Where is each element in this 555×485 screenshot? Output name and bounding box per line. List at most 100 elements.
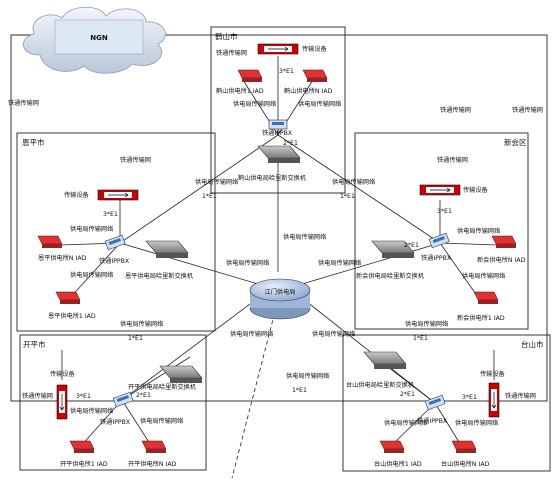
iad-xinhui-1 — [473, 291, 499, 304]
iad-taishan-1 — [379, 440, 405, 453]
enping-rail-label: 铁通传输网 — [120, 156, 151, 164]
xinhui-box — [354, 132, 529, 330]
city-taishan: 台山市 — [521, 339, 544, 349]
taishan-trans-label: 传输设备 — [480, 370, 506, 378]
kaiping-switch-e1: 2*E1 — [136, 392, 151, 399]
switch-heshan — [257, 145, 301, 163]
city-kaiping: 开平市 — [23, 339, 46, 349]
enping-net-top: 供电局传输网络 — [70, 225, 113, 233]
ippbx-taishan — [424, 394, 446, 411]
kaiping-switch-label: 开平供电局哈里斯交换机 — [128, 383, 197, 391]
iad-kaiping-n — [141, 440, 167, 453]
kaiping-net-left: 供电局传输网络 — [70, 407, 113, 415]
iad-heshan-1 — [237, 69, 263, 82]
heshan-iad1-label: 鹤山供电所1 IAD — [216, 87, 264, 95]
heshan-net-left: 供电局传输网络 — [233, 100, 276, 108]
backbone-taishan-net: 供电局传输网络 — [405, 320, 448, 328]
iad-enping-n — [37, 235, 63, 248]
backbone-enping-e1: 1*E1 — [202, 193, 217, 200]
trans-equip-xinhui — [419, 184, 461, 196]
xinhui-e1: 3*E1 — [437, 208, 452, 215]
kaiping-net-right: 供电局传输网络 — [140, 417, 183, 425]
xinhui-ippbx-label: 铁通IPPBX — [421, 254, 452, 262]
backbone-taishan-net2: 供电局传输网络 — [312, 330, 355, 338]
backbone-enping-net: 供电局传输网络 — [195, 178, 238, 186]
enping-ippbx-label: 铁通IPPBX — [99, 257, 130, 265]
trans-equip-taishan — [488, 382, 500, 418]
taishan-net-left: 供电局传输网络 — [384, 419, 427, 427]
heshan-switch-e1: 2*E1 — [283, 140, 298, 147]
trans-equip-heshan — [257, 43, 299, 55]
backbone-kaiping-e1: 1*E1 — [128, 335, 143, 342]
taishan-switch-label: 台山供电局哈里斯交换机 — [346, 381, 415, 389]
ippbx-heshan — [268, 119, 288, 130]
backbone-enping-net2: 供电局传输网络 — [226, 259, 269, 267]
iad-heshan-n — [302, 69, 328, 82]
kaiping-trans-label: 传输设备 — [50, 370, 76, 378]
heshan-switch-label: 鹤山供电局哈里斯交换机 — [238, 174, 307, 182]
iad-taishan-n — [451, 440, 477, 453]
ngn-label: NGN — [90, 34, 108, 42]
ippbx-kaiping — [112, 391, 134, 408]
kaiping-box — [19, 334, 207, 471]
xinhui-iadn-label: 新会供电所N IAD — [477, 256, 526, 264]
city-enping: 恩平市 — [22, 137, 45, 147]
enping-net-bottom: 供电局传输网络 — [70, 271, 113, 279]
frame-rail-left: 铁通传输网 — [8, 99, 39, 107]
backbone-south-net: 供电局传输网络 — [286, 372, 329, 380]
city-heshan: 鹤山市 — [215, 31, 238, 41]
backbone-kaiping-net2: 供电局传输网络 — [230, 330, 273, 338]
connector-lines — [59, 56, 499, 479]
xinhui-rail-label: 铁通传输网 — [437, 156, 468, 164]
center-hub: 江门供电局 — [249, 278, 311, 320]
enping-trans-label: 传输设备 — [64, 191, 90, 199]
heshan-net-right: 供电局传输网络 — [298, 100, 341, 108]
enping-e1: 3*E1 — [103, 211, 118, 218]
xinhui-trans-label: 传输设备 — [463, 186, 489, 194]
taishan-net-right: 供电局传输网络 — [455, 419, 498, 427]
iad-xinhui-n — [491, 235, 517, 248]
taishan-switch-e1: 2*E1 — [400, 391, 415, 398]
switch-kaiping — [159, 365, 203, 383]
xinhui-net-top: 供电局传输网络 — [457, 227, 500, 235]
center-label: 江门供电局 — [265, 288, 296, 296]
kaiping-e1: 3*E1 — [76, 393, 91, 400]
backbone-xinhui-e1: 1*E1 — [340, 193, 355, 200]
kaiping-iadn-label: 开平供电所N IAD — [128, 460, 177, 468]
enping-switch-label: 恩平供电局哈里斯交换机 — [125, 272, 194, 280]
heshan-ippbx-label: 铁通IPPBX — [262, 129, 293, 137]
heshan-e1: 3*E1 — [279, 68, 294, 75]
trans-equip-enping — [97, 189, 139, 201]
frame-rail-right: 铁通传输网 — [440, 106, 471, 114]
taishan-e1: 3*E1 — [462, 394, 477, 401]
backbone-xinhui-net: 供电局传输网络 — [332, 178, 375, 186]
iad-enping-1 — [55, 291, 81, 304]
switch-enping — [145, 240, 189, 258]
xinhui-net-bottom: 供电局传输网络 — [462, 272, 505, 280]
enping-iad1-label: 恩平供电所1 IAD — [48, 312, 96, 320]
taishan-iadn-label: 台山供电所N IAD — [441, 460, 490, 468]
taishan-iad1-label: 台山供电所1 IAD — [374, 460, 422, 468]
kaiping-rail-label: 铁通传输网 — [22, 392, 53, 400]
backbone-heshan-net: 供电局传输网络 — [283, 233, 326, 241]
frame-rail-far-right: 铁通传输网 — [512, 106, 543, 114]
switch-xinhui — [371, 240, 415, 258]
iad-kaiping-1 — [69, 440, 95, 453]
switch-taishan — [363, 351, 407, 369]
ngn-cloud: NGN — [23, 6, 166, 74]
kaiping-iad1-label: 开平供电所1 IAD — [60, 460, 108, 468]
rail-network-frame — [10, 34, 548, 402]
heshan-rail-label: 铁通传输网 — [216, 49, 247, 57]
city-xinhui: 新会区 — [504, 137, 527, 147]
kaiping-ippbx-label: 铁通IPPBX — [100, 418, 131, 426]
backbone-xinhui-net2: 供电局传输网络 — [318, 259, 361, 267]
xinhui-switch-e1: 2*E1 — [404, 242, 419, 249]
heshan-iadn-label: 鹤山供电所N IAD — [284, 87, 333, 95]
ippbx-xinhui — [428, 232, 450, 249]
taishan-rail-label: 铁通传输网 — [505, 392, 536, 400]
heshan-trans-label: 传输设备 — [302, 45, 328, 53]
trans-equip-kaiping — [56, 384, 68, 420]
backbone-taishan-e1: 1*E1 — [413, 335, 428, 342]
backbone-kaiping-net: 供电局传输网络 — [120, 320, 163, 328]
